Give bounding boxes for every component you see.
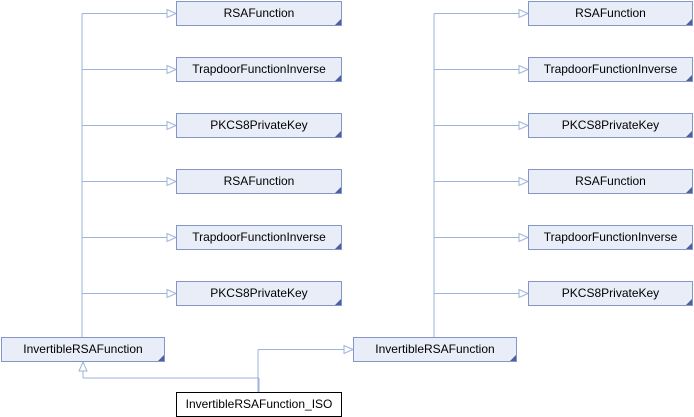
node-l-pk1[interactable]: PKCS8PrivateKey <box>176 113 342 138</box>
edge-arrowhead <box>518 8 530 19</box>
node-corner-marker <box>335 131 341 137</box>
node-l-pk2[interactable]: PKCS8PrivateKey <box>176 281 342 306</box>
node-r-pk1[interactable]: PKCS8PrivateKey <box>528 113 693 138</box>
node-corner-marker <box>686 131 692 137</box>
node-r-invertible-rsa[interactable]: InvertibleRSAFunction <box>353 337 517 362</box>
edge-arrowhead <box>166 8 178 19</box>
edge-arrowhead <box>78 360 88 372</box>
node-corner-marker <box>335 75 341 81</box>
node-l-rsa1[interactable]: RSAFunction <box>176 1 342 26</box>
node-corner-marker <box>335 19 341 25</box>
node-corner-marker <box>686 187 692 193</box>
node-r-pk2[interactable]: PKCS8PrivateKey <box>528 281 693 306</box>
node-corner-marker <box>335 243 341 249</box>
node-corner-marker <box>510 355 516 361</box>
node-r-tfi2[interactable]: TrapdoorFunctionInverse <box>528 225 693 250</box>
edge-arrowhead <box>166 64 178 75</box>
node-r-rsa1[interactable]: RSAFunction <box>528 1 693 26</box>
node-l-tfi2[interactable]: TrapdoorFunctionInverse <box>176 225 342 250</box>
node-corner-marker <box>158 355 164 361</box>
node-l-rsa2[interactable]: RSAFunction <box>176 169 342 194</box>
node-invertible-rsa-iso: InvertibleRSAFunction_ISO <box>176 392 342 417</box>
edge-arrowhead <box>166 288 178 299</box>
edge-arrowhead <box>518 176 530 187</box>
node-corner-marker <box>335 299 341 305</box>
edge-arrowhead <box>518 120 530 131</box>
node-l-tfi1[interactable]: TrapdoorFunctionInverse <box>176 57 342 82</box>
node-corner-marker <box>686 299 692 305</box>
node-corner-marker <box>686 75 692 81</box>
edge-arrowhead <box>518 288 530 299</box>
edge-arrowhead <box>343 344 355 355</box>
node-r-rsa2[interactable]: RSAFunction <box>528 169 693 194</box>
edge-arrowhead <box>518 64 530 75</box>
edge-arrowhead <box>166 120 178 131</box>
node-l-invertible-rsa[interactable]: InvertibleRSAFunction <box>1 337 165 362</box>
node-corner-marker <box>686 243 692 249</box>
edge-arrowhead <box>166 232 178 243</box>
edge-arrowhead <box>166 176 178 187</box>
node-corner-marker <box>335 187 341 193</box>
node-corner-marker <box>686 19 692 25</box>
edge-arrowhead <box>518 232 530 243</box>
node-r-tfi1[interactable]: TrapdoorFunctionInverse <box>528 57 693 82</box>
